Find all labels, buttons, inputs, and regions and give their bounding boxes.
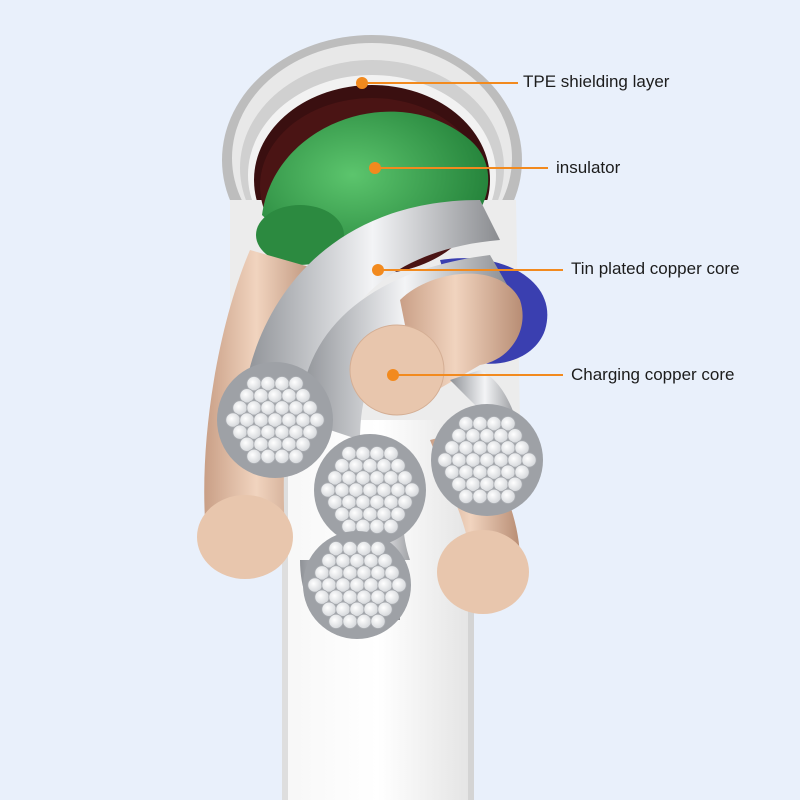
strand-end [500, 488, 516, 504]
strand-end [295, 436, 311, 452]
strand-end [369, 518, 385, 534]
strand-end [390, 458, 406, 474]
strand-end [507, 428, 523, 444]
callout-dot-charging [387, 369, 399, 381]
label-charging-copper-core: Charging copper core [571, 365, 735, 384]
strand-end [507, 476, 523, 492]
strand-end [514, 464, 530, 480]
strand-end [472, 488, 488, 504]
strand-end [458, 488, 474, 504]
strand-bundle-2 [314, 434, 426, 560]
strand-end [302, 400, 318, 416]
strand-end [328, 613, 344, 629]
strand-end [309, 412, 325, 428]
strand-end [288, 448, 304, 464]
callout-dot-tin [372, 264, 384, 276]
strand-end [302, 424, 318, 440]
strand-end [295, 388, 311, 404]
strand-end [383, 518, 399, 534]
strand-end [370, 541, 386, 557]
strand-end [260, 448, 276, 464]
strand-end [356, 613, 372, 629]
strand-bundle-1 [217, 362, 333, 478]
strand-end [288, 376, 304, 392]
strand-end [486, 488, 502, 504]
strand-end [390, 506, 406, 522]
callout-dot-tpe [356, 77, 368, 89]
strand-end [391, 577, 407, 593]
strand-end [246, 448, 262, 464]
strand-end [274, 448, 290, 464]
strand-end [397, 470, 413, 486]
callout-dots [356, 77, 399, 381]
callout-dot-insulator [369, 162, 381, 174]
strand-end [370, 613, 386, 629]
strand-end [383, 446, 399, 462]
strand-end [500, 416, 516, 432]
strand-end [377, 553, 393, 569]
strand-bundle-3 [431, 370, 543, 516]
strand-end [521, 452, 537, 468]
label-insulator: insulator [556, 158, 621, 177]
label-tpe-shielding-layer: TPE shielding layer [523, 72, 670, 91]
strand-bundle-4 [300, 531, 411, 639]
strand-end [404, 482, 420, 498]
charging-copper-core-center [349, 273, 523, 416]
label-tin-plated-copper-core: Tin plated copper core [571, 259, 740, 278]
callout-lines [362, 82, 563, 376]
strand-end [397, 494, 413, 510]
strand-end [514, 440, 530, 456]
strand-end [384, 565, 400, 581]
strand-end [342, 613, 358, 629]
strand-end [384, 589, 400, 605]
strand-end [377, 601, 393, 617]
